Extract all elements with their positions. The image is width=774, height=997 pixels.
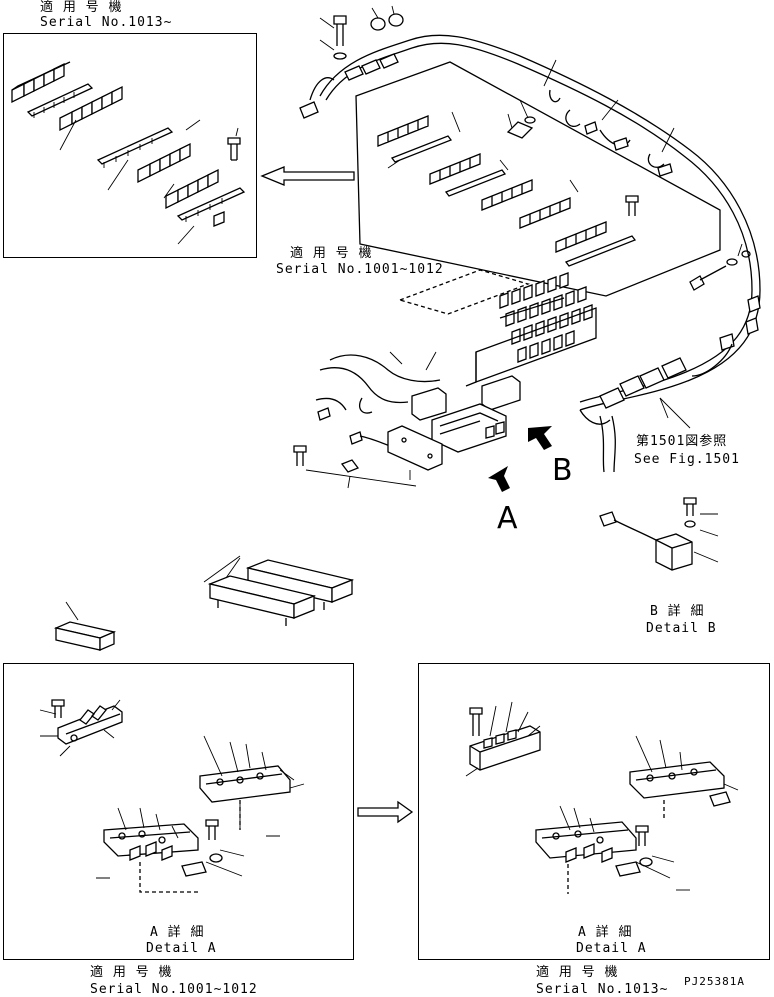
bottom-left-applicability-label: 適 用 号 機 [90, 965, 173, 980]
view-a-marker: A [497, 501, 518, 536]
bottom-left-detail-en-label: Detail A [146, 941, 217, 956]
detail-b-illustration [599, 497, 719, 571]
center-serial-label: Serial No.1001~1012 [276, 262, 444, 277]
bottom-left-detail-jp-label: A 詳 細 [150, 925, 205, 940]
top-left-serial-label: Serial No.1013~ [40, 15, 173, 30]
bottom-right-serial-label: Serial No.1013~ [536, 982, 669, 997]
bottom-right-detail-en-label: Detail A [576, 941, 647, 956]
bottom-right-detail-jp-label: A 詳 細 [578, 925, 633, 940]
top-left-detail-frame [3, 33, 257, 258]
pointer-arrow-left [260, 166, 355, 186]
reference-jp-label: 第1501図参照 [636, 434, 728, 449]
detail-a-left-illustration [39, 699, 305, 893]
connector-cover-illustration [53, 555, 355, 651]
drawing-code: PJ25381A [684, 975, 745, 988]
bottom-right-applicability-label: 適 用 号 機 [536, 965, 619, 980]
detail-b-en-label: Detail B [646, 621, 717, 636]
view-a-arrow [488, 466, 510, 492]
view-b-marker: B [552, 453, 573, 488]
pointer-arrow-right [357, 800, 414, 824]
detail-a-right-illustration [465, 701, 739, 894]
view-b-arrow [528, 426, 552, 450]
main-harness-illustration [293, 5, 761, 492]
detail-b-jp-label: B 詳 細 [650, 604, 705, 619]
top-left-applicability-label: 適 用 号 機 [40, 0, 123, 15]
bottom-left-detail-frame [3, 663, 354, 960]
relay-set-illustration [11, 61, 246, 245]
reference-en-label: See Fig.1501 [634, 452, 740, 467]
bottom-left-serial-label: Serial No.1001~1012 [90, 982, 258, 997]
bottom-right-detail-frame [418, 663, 770, 960]
center-applicability-label: 適 用 号 機 [290, 246, 373, 261]
